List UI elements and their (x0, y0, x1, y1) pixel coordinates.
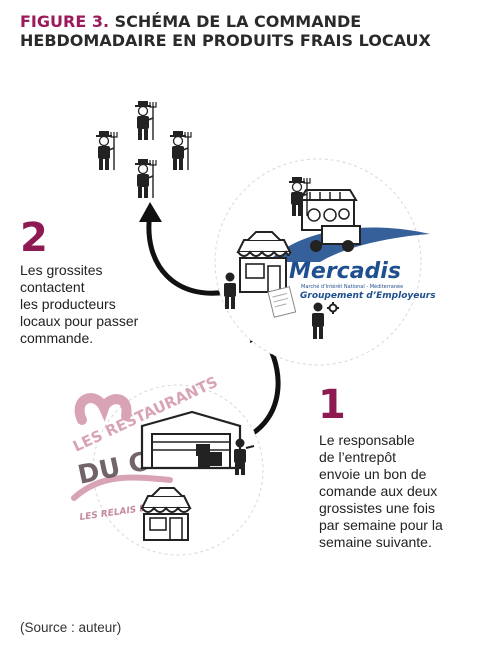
warehouse-hub: LES RESTAURANTS DU CŒUR LES RELAIS DU CŒ… (70, 373, 264, 556)
market-truck-icon (298, 189, 361, 252)
warehouse-icon (140, 410, 242, 470)
arrow-to-farmers (146, 209, 229, 296)
step-1-number: 1 (318, 382, 346, 428)
mercadis-hub: Mercadis Marché d’Intérêt National - Méd… (214, 158, 436, 366)
mercadis-logo-sub: Marché d’Intérêt National - Méditerranée (301, 283, 403, 290)
step-1-text: Le responsable de l’entrepôt envoie un b… (319, 432, 443, 550)
wholesaler-shop-icon (236, 231, 292, 293)
farmer-icon (95, 130, 118, 171)
source-note: (Source : auteur) (20, 620, 122, 635)
order-form-icon (267, 286, 297, 318)
farmer-icon (134, 100, 157, 141)
farmer-icon (169, 130, 192, 171)
figure-label: FIGURE 3. (20, 12, 110, 31)
mercadis-logo-group: Groupement d’Employeurs (300, 291, 436, 301)
arrow-to-farmers-head (139, 202, 162, 222)
restos-heart (74, 393, 132, 425)
restos-swash (71, 474, 173, 501)
figure-title-line2: HEBDOMADAIRE EN PRODUITS FRAIS LOCAUX (20, 31, 431, 50)
gear-icon (327, 302, 339, 314)
step-2-number: 2 (20, 215, 48, 261)
figure-title: FIGURE 3. SCHÉMA DE LA COMMANDE HEBDOMAD… (20, 12, 460, 50)
farmer-icon (288, 176, 311, 217)
relais-shop-icon (140, 487, 192, 541)
mercadis-logo-name: Mercadis (289, 259, 401, 284)
farmers-group (95, 100, 192, 199)
farmer-icon (134, 158, 157, 199)
figure-title-line1: SCHÉMA DE LA COMMANDE (114, 12, 362, 31)
step-2-text: Les grossites contactent les producteurs… (20, 262, 139, 346)
